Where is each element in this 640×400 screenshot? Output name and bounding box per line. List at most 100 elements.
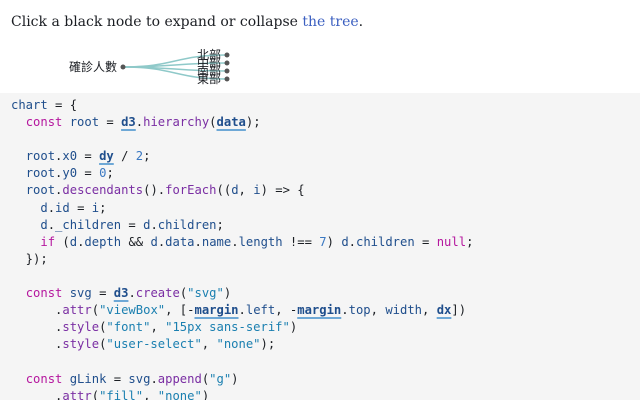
code-token bbox=[11, 183, 26, 197]
code-reference-link[interactable]: dx bbox=[436, 303, 452, 318]
tree-child-label-1: 北部 bbox=[197, 47, 221, 62]
code-token: . bbox=[11, 388, 63, 400]
code-token bbox=[11, 235, 40, 249]
code-token: depth bbox=[84, 234, 122, 249]
code-token bbox=[11, 218, 40, 232]
code-token: 2 bbox=[135, 149, 144, 164]
code-token: forEach bbox=[165, 183, 217, 198]
code-token: . bbox=[341, 303, 349, 318]
code-editor[interactable]: chart = { const root = d3.hierarchy(data… bbox=[0, 93, 640, 400]
code-token: ( bbox=[99, 337, 107, 352]
code-token bbox=[62, 372, 69, 386]
tree-child-node-4[interactable] bbox=[224, 76, 230, 82]
collapsible-tree: 確診人數 北部中部南部東部 bbox=[0, 38, 640, 94]
code-token: ; bbox=[143, 149, 151, 164]
code-token: . bbox=[128, 286, 136, 301]
code-token bbox=[11, 149, 26, 163]
code-token: name bbox=[201, 234, 232, 249]
code-line: root.y0 = 0; bbox=[11, 165, 640, 182]
code-token: . bbox=[11, 337, 63, 352]
code-token: = bbox=[414, 234, 437, 249]
code-token: root bbox=[25, 149, 56, 164]
code-token: "fill" bbox=[99, 388, 144, 400]
tree-link-4 bbox=[122, 66, 228, 80]
code-token: , bbox=[238, 183, 254, 198]
tree-child-label-3: 南部 bbox=[197, 63, 221, 78]
code-token: descendants bbox=[62, 183, 144, 198]
code-token: = bbox=[121, 217, 144, 232]
tree-child-label-2: 中部 bbox=[197, 55, 221, 70]
code-token: root bbox=[25, 183, 56, 198]
code-token: ) bbox=[326, 234, 342, 249]
code-reference-link[interactable]: margin bbox=[297, 303, 342, 318]
code-line: .style("user-select", "none"); bbox=[11, 336, 640, 353]
code-token: const bbox=[25, 115, 63, 130]
code-token: . bbox=[11, 320, 63, 335]
code-token: svg bbox=[69, 286, 92, 301]
code-token: . bbox=[55, 149, 63, 164]
code-token: , bbox=[422, 303, 437, 318]
tree-root-label: 確診人數 bbox=[69, 59, 117, 74]
code-reference-link[interactable]: d3 bbox=[121, 115, 136, 130]
code-reference-link[interactable]: dy bbox=[99, 149, 114, 164]
code-token: i bbox=[253, 183, 261, 198]
code-token: !== bbox=[282, 234, 320, 249]
code-token: "15px sans-serif" bbox=[165, 320, 290, 335]
tree-child-label-4: 東部 bbox=[197, 71, 221, 86]
code-token bbox=[11, 166, 26, 180]
code-token: "none" bbox=[216, 337, 261, 352]
code-cell[interactable]: chart = { const root = d3.hierarchy(data… bbox=[0, 93, 640, 400]
code-token: append bbox=[157, 371, 202, 386]
code-line: root.descendants().forEach((d, i) => { bbox=[11, 182, 640, 199]
tree-root-node[interactable] bbox=[120, 64, 126, 70]
code-token: (). bbox=[143, 183, 166, 198]
code-token: ( bbox=[99, 320, 107, 335]
code-token: = bbox=[77, 149, 100, 164]
code-token bbox=[11, 115, 26, 129]
code-token bbox=[11, 286, 26, 300]
code-token: . bbox=[55, 183, 63, 198]
tree-link[interactable]: the tree bbox=[302, 14, 359, 30]
code-token: ( bbox=[91, 388, 100, 400]
code-token: 7 bbox=[319, 234, 327, 249]
code-line: }); bbox=[11, 251, 640, 268]
code-token: . bbox=[135, 115, 144, 130]
code-token: d bbox=[69, 234, 78, 249]
code-token: attr bbox=[62, 303, 92, 318]
code-token: if bbox=[40, 234, 56, 249]
code-token bbox=[11, 372, 26, 386]
code-reference-link[interactable]: d3 bbox=[113, 286, 129, 301]
code-token: d bbox=[143, 217, 151, 232]
code-token: ) bbox=[223, 286, 232, 301]
code-token: }); bbox=[11, 251, 48, 266]
code-token: ); bbox=[260, 337, 276, 352]
code-token: d bbox=[341, 234, 349, 249]
code-token: d bbox=[40, 217, 48, 232]
code-token: d bbox=[40, 200, 48, 215]
code-token: "g" bbox=[209, 371, 232, 386]
code-token: ( bbox=[201, 371, 210, 386]
code-token: ); bbox=[245, 115, 261, 130]
code-token: data bbox=[165, 234, 195, 249]
code-token: . bbox=[194, 234, 202, 249]
intro-text-before: Click a black node to expand or collapse bbox=[11, 14, 303, 30]
tree-child-node-2[interactable] bbox=[224, 60, 230, 66]
code-line bbox=[11, 131, 640, 148]
code-token: . bbox=[157, 234, 166, 249]
code-token: . bbox=[47, 217, 56, 232]
code-token: = bbox=[69, 200, 92, 215]
code-line bbox=[11, 268, 640, 285]
code-token: . bbox=[150, 217, 158, 232]
code-reference-link[interactable]: data bbox=[216, 115, 246, 130]
code-token: = bbox=[91, 286, 114, 301]
code-token: . bbox=[150, 371, 158, 386]
code-token: ; bbox=[106, 166, 114, 181]
code-token: = bbox=[99, 115, 122, 130]
code-token: _children bbox=[55, 217, 122, 232]
code-reference-link[interactable]: margin bbox=[194, 303, 239, 318]
tree-child-node-1[interactable] bbox=[224, 52, 230, 58]
code-token: style bbox=[62, 320, 100, 335]
tree-child-node-3[interactable] bbox=[224, 68, 230, 74]
code-token: = bbox=[106, 371, 129, 386]
